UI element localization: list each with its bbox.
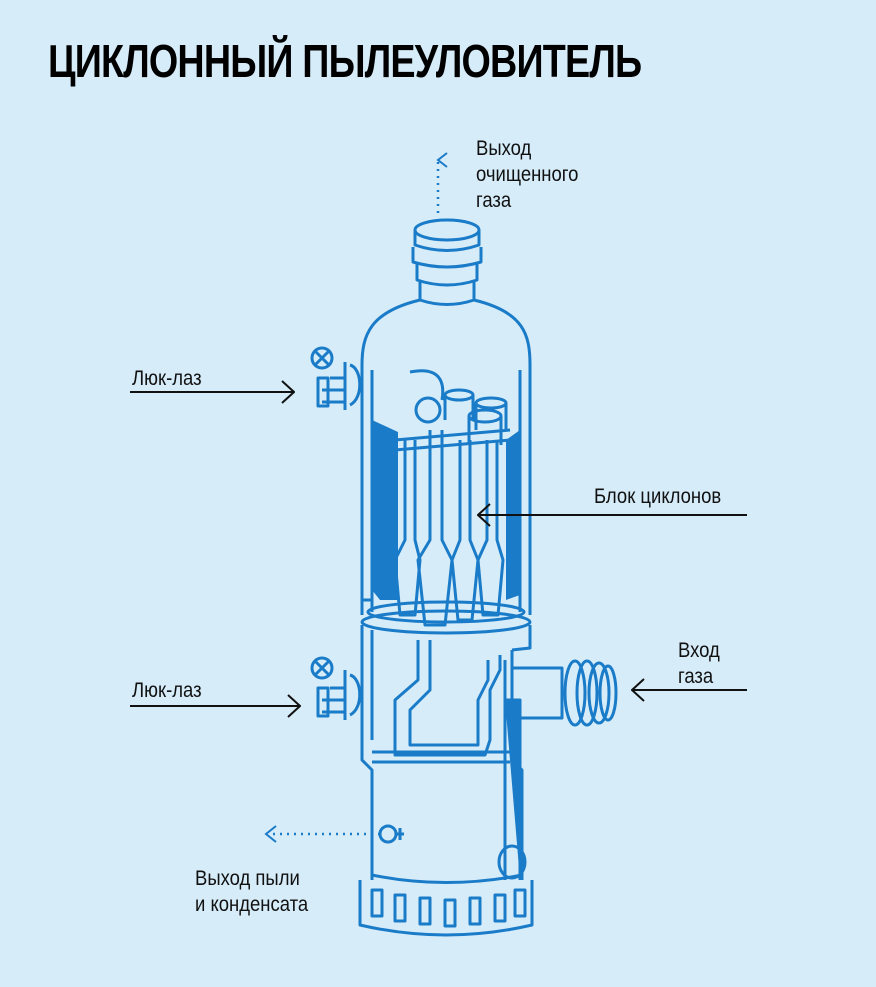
callout-arrows xyxy=(130,392,747,706)
label-line: и конденсата xyxy=(195,893,309,916)
label-cyclone-block: Блок циклонов xyxy=(594,485,722,508)
vessel-shell-left xyxy=(360,298,421,615)
vessel-shell-right xyxy=(473,298,532,615)
label-gas-inlet: Вход газа xyxy=(678,638,720,690)
dust-outlet-fitting xyxy=(378,824,398,844)
manhole-bottom xyxy=(310,656,362,720)
label-manhole-bottom: Люк-лаз xyxy=(132,679,202,702)
inlet-nozzle xyxy=(512,659,618,727)
label-line: Выход пыли xyxy=(195,867,300,890)
label-line: газа xyxy=(476,189,512,212)
manhole-top xyxy=(310,346,362,410)
label-clean-gas-outlet: Выход очищенного газа xyxy=(476,136,578,214)
separator-vessel xyxy=(310,218,618,937)
cyclone-block-group xyxy=(393,369,511,627)
outlet-nozzle xyxy=(411,218,483,306)
label-manhole-top: Люк-лаз xyxy=(132,367,202,390)
label-line: Выход xyxy=(476,137,532,160)
label-dust-outlet: Выход пыли и конденсата xyxy=(195,866,308,918)
label-line: Вход xyxy=(678,639,720,662)
label-line: газа xyxy=(678,665,714,688)
dust-arrow-head-icon xyxy=(264,825,277,843)
inspection-port xyxy=(497,844,527,880)
label-line: очищенного xyxy=(476,163,579,186)
page-title: ЦИКЛОННЫЙ ПЫЛЕУЛОВИТЕЛЬ xyxy=(48,35,642,87)
